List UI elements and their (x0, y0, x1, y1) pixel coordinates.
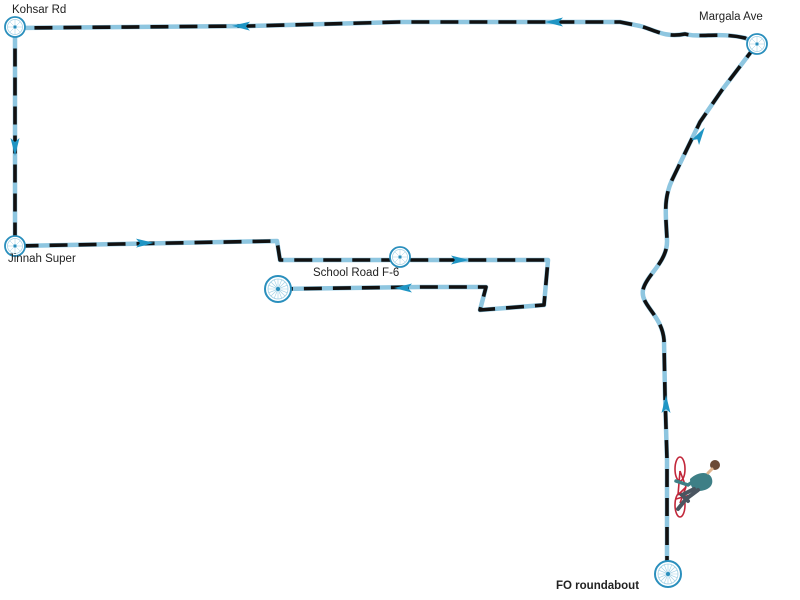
place-label-fo: FO roundabout (556, 580, 639, 592)
place-label-school: School Road F-6 (313, 267, 399, 279)
place-label-jinnah: Jinnah Super (8, 253, 76, 265)
place-label-margala: Margala Ave (699, 11, 763, 23)
stop-markers (4, 16, 768, 588)
bicycle-wheel-icon[interactable] (389, 246, 411, 268)
bicycle-wheel-icon[interactable] (654, 560, 682, 588)
cyclist-icon (674, 456, 720, 518)
bicycle-wheel-icon[interactable] (264, 275, 292, 303)
place-label-kohsar: Kohsar Rd (12, 4, 66, 16)
direction-arrows (10, 17, 709, 413)
bicycle-wheel-icon[interactable] (4, 16, 26, 38)
route-line (12, 19, 760, 577)
bicycle-wheel-icon[interactable] (746, 33, 768, 55)
place-labels: Kohsar Rd Margala Ave Jinnah Super Schoo… (8, 4, 763, 592)
